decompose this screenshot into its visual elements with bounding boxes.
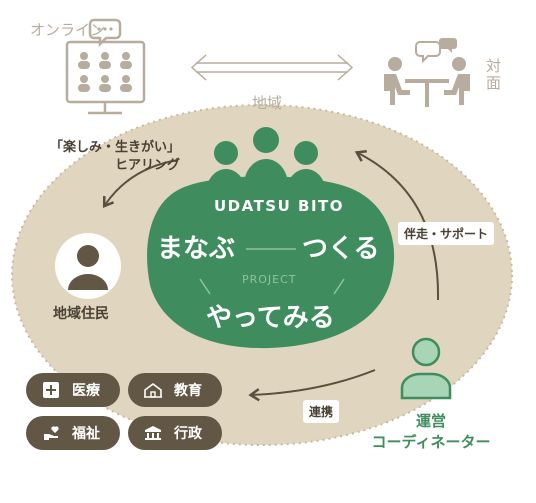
field-administration: 行政 — [128, 416, 222, 450]
field-education-label: 教育 — [174, 383, 202, 399]
plus-icon — [40, 379, 62, 401]
project-try: やってみる — [206, 303, 335, 333]
field-medical-label: 医療 — [72, 383, 100, 399]
field-education: 教育 — [128, 373, 222, 407]
coordinator-icon — [400, 337, 452, 400]
project-blob — [147, 176, 395, 349]
project-learn: まなぶ — [157, 234, 236, 264]
field-welfare: 福祉 — [26, 416, 120, 450]
coordinator-label: 運営 コーディネーター — [371, 412, 491, 451]
project-brand: UDATSU BITO — [214, 197, 345, 215]
hearing-label: 「楽しみ・生きがい」 ヒアリング — [49, 140, 180, 173]
field-welfare-label: 福祉 — [72, 426, 100, 442]
care-hand-icon — [40, 422, 62, 444]
cooperation-arrow — [248, 369, 376, 402]
field-administration-label: 行政 — [174, 426, 202, 442]
face-to-face-icon — [384, 38, 470, 107]
online-label: オンライン — [30, 21, 106, 39]
support-arrow — [354, 149, 440, 301]
online-meeting-icon — [65, 18, 146, 115]
cooperation-tag: 連携 — [303, 400, 340, 423]
team-icon — [206, 127, 326, 193]
project-make: つくる — [302, 234, 380, 264]
project-label: PROJECT — [242, 273, 297, 286]
residents-label: 地域住民 — [53, 306, 109, 322]
support-tag: 伴走・サポート — [398, 222, 495, 245]
project-connectors — [199, 248, 345, 295]
online-offline-arrow — [190, 54, 354, 81]
hearing-arrow — [102, 159, 179, 209]
region-label: 地域 — [252, 94, 283, 112]
field-medical: 医療 — [26, 373, 120, 407]
online-participants — [78, 27, 132, 92]
region-ellipse-border — [11, 104, 513, 446]
residents-avatar — [55, 233, 121, 299]
school-icon — [142, 379, 164, 401]
face-to-face-label: 対面 — [486, 57, 502, 92]
government-icon — [142, 422, 164, 444]
